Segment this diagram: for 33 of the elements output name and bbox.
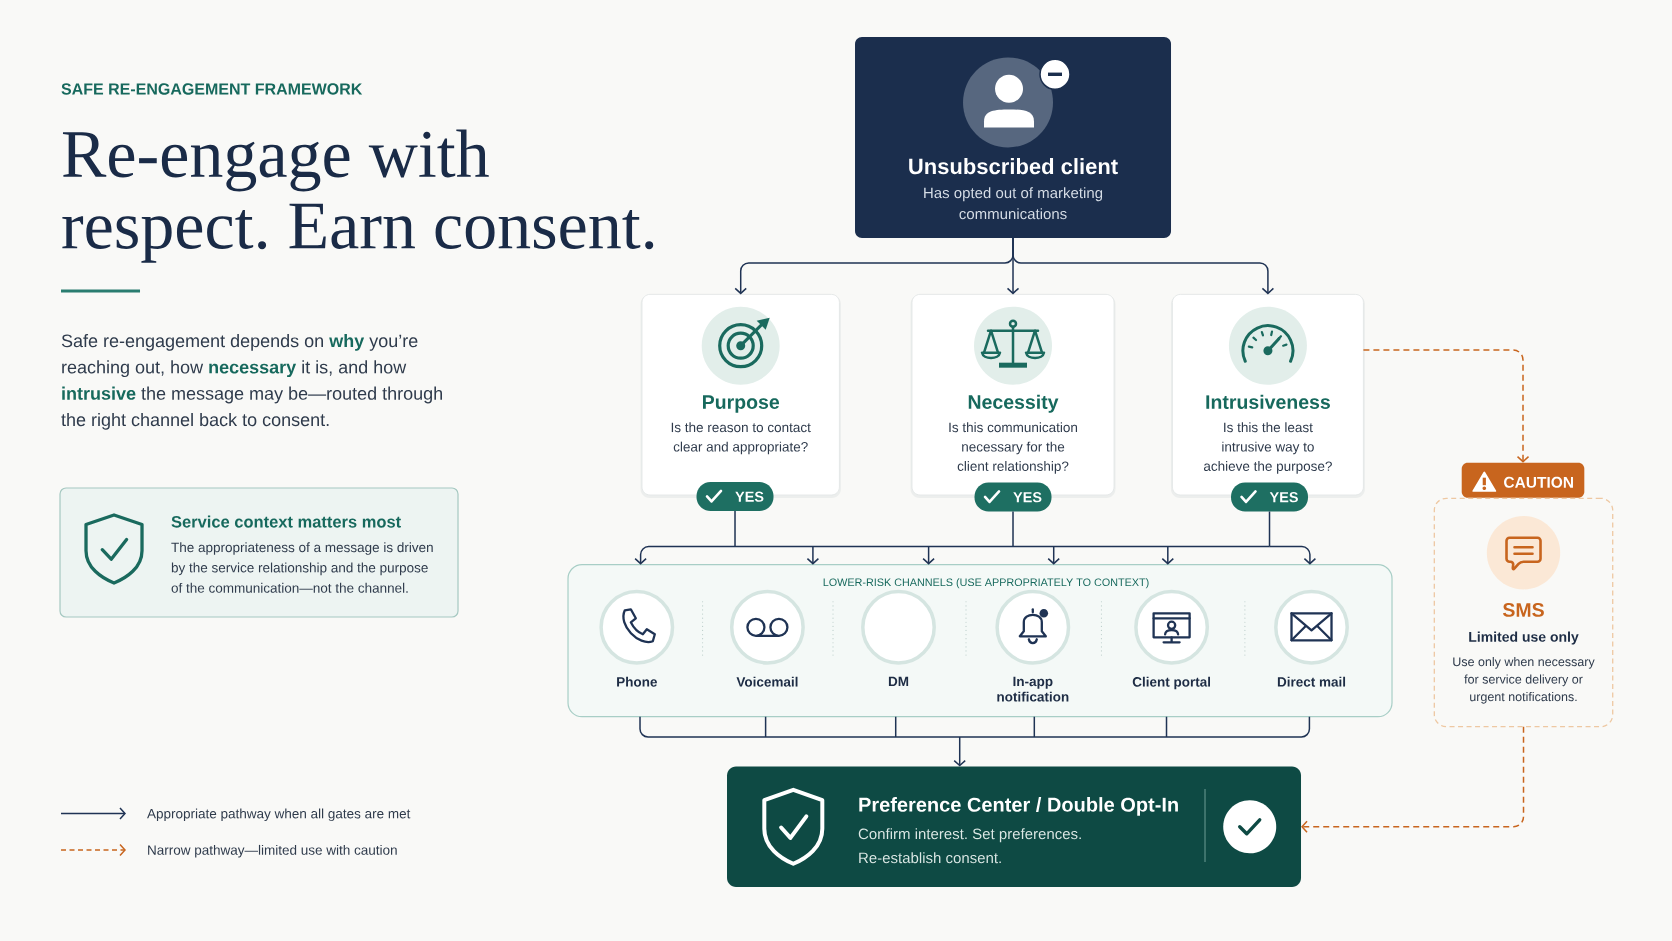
banner-title: Preference Center / Double Opt-In xyxy=(859,797,1178,816)
channel-label: DM xyxy=(888,676,909,687)
card-text: The appropriateness of a message is driven by the service relationship and the purpose of the communication—not the channel. xyxy=(171,542,433,593)
box-title: SMS xyxy=(1502,603,1544,617)
box-text: Use only when necessary for service delivery or urgent notifications. xyxy=(1453,657,1595,704)
box-title: Unsubscribed client xyxy=(909,158,1118,175)
card-title: Intrusiveness xyxy=(1206,394,1330,409)
channel-label: Voicemail xyxy=(736,676,798,687)
arrow xyxy=(634,510,872,565)
arrow xyxy=(1012,237,1275,295)
card-text: Is this the least intrusive way to achieve the purpose? xyxy=(1203,422,1332,474)
card-text: Is this communication necessary for the client relationship? xyxy=(949,422,1077,474)
legend-label: Appropriate pathway when all gates are met xyxy=(147,808,411,822)
box-text: Has opted out of marketing communications xyxy=(924,187,1103,220)
intro-paragraph: Safe re-engagement depends on why you’re reaching out, how necessary it is, and how intrusive the message may be—routed through the right channel back to consent. xyxy=(61,334,442,430)
channel-label: Phone xyxy=(617,676,657,687)
overline-label: SAFE RE-ENGAGEMENT FRAMEWORK xyxy=(61,83,363,95)
dashed-arrow xyxy=(1362,349,1530,463)
page-title: Re-engage with respect. Earn consent. xyxy=(62,129,654,263)
channel-label: Client portal xyxy=(1132,676,1210,690)
box-subtitle: Limited use only xyxy=(1469,631,1579,645)
legend-label: Narrow pathway—limited use with caution xyxy=(148,844,397,858)
card-title: Purpose xyxy=(703,395,780,413)
channel-label: In-app notification xyxy=(997,676,1069,702)
card-title: Necessity xyxy=(968,394,1059,413)
panel-heading: LOWER-RISK CHANNELS (USE APPROPRIATELY TO CONTEXT) xyxy=(823,578,1149,589)
card-title: Service context matters most xyxy=(171,515,401,528)
arrow xyxy=(870,510,1112,565)
banner-text: Confirm interest. Set preferences. Re-establish consent. xyxy=(858,828,1081,864)
dashed-arrow xyxy=(1301,725,1525,834)
arrow xyxy=(1110,510,1317,565)
card-text: Is the reason to contact clear and appropriate? xyxy=(671,422,811,455)
channel-label: Direct mail xyxy=(1277,676,1346,687)
